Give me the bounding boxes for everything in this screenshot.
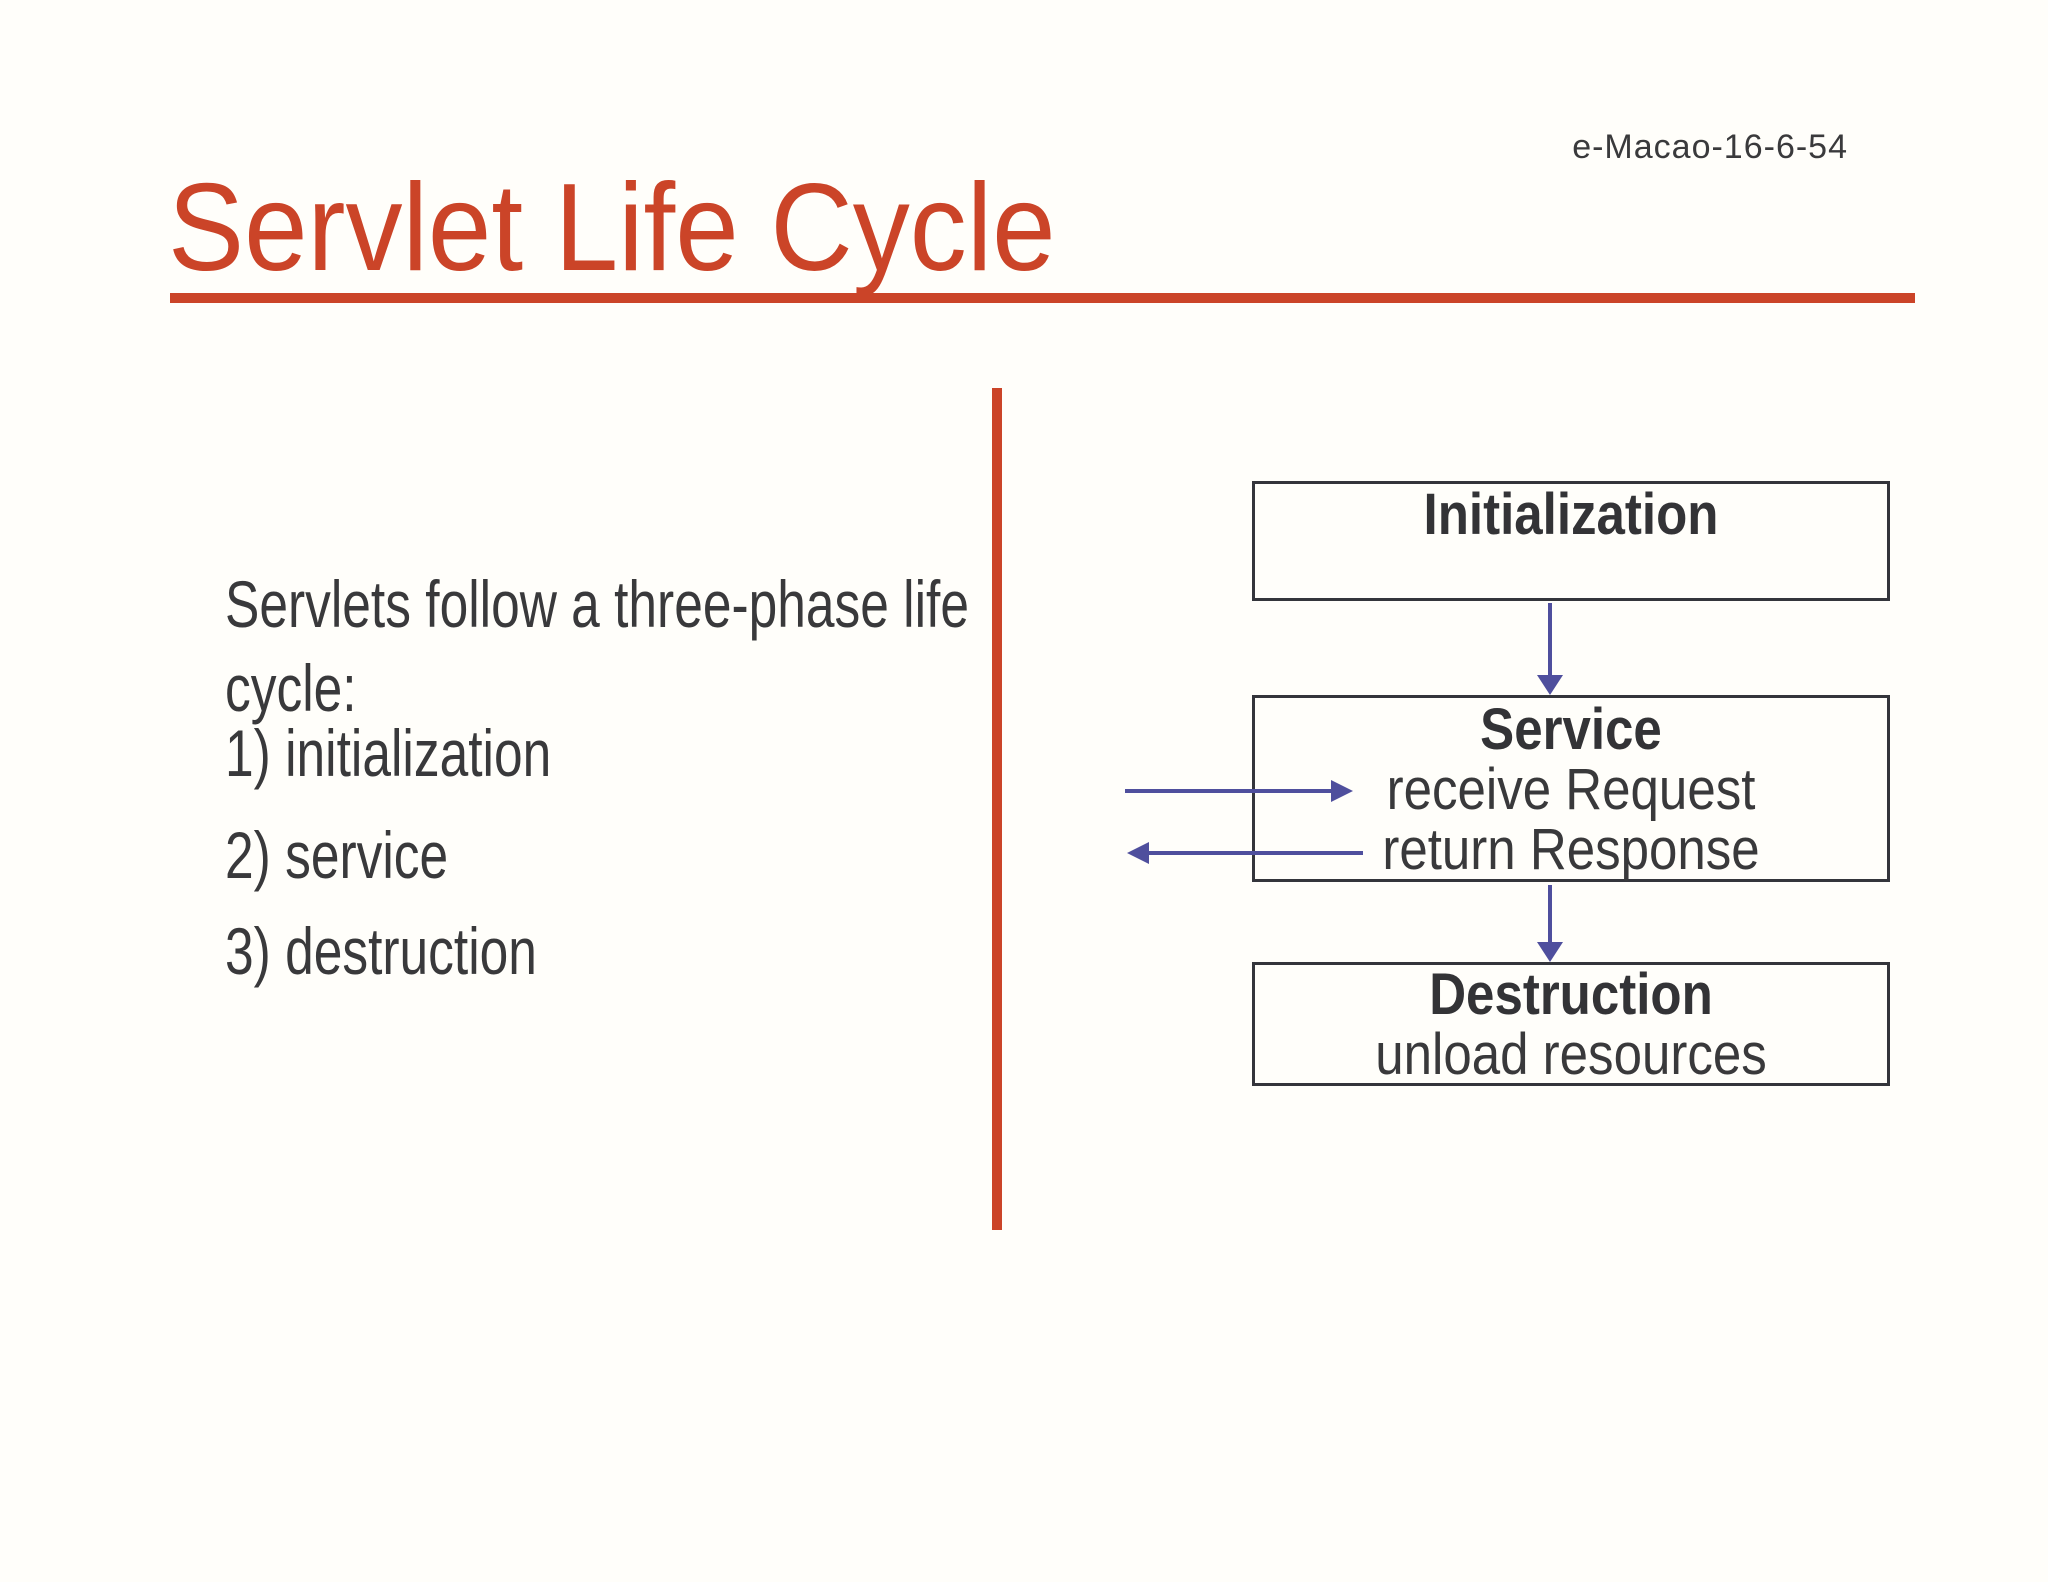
list-item-destruction: 3) destruction [225,914,537,988]
left-arrow-head [1127,842,1149,864]
right-arrow-stem [1125,789,1335,793]
flow-box-initialization: Initialization [1252,481,1890,601]
flow-box-destruction: Destruction unload resources [1252,962,1890,1086]
flow-box-destruction-line: unload resources [1375,1022,1767,1087]
left-arrow-icon [1127,841,1363,865]
flow-box-initialization-title: Initialization [1423,482,1719,547]
right-arrow-head [1331,780,1353,802]
vertical-divider [992,388,1002,1230]
flow-box-service: Service receive Request return Response [1252,695,1890,882]
down-arrow-stem [1548,603,1552,677]
flow-box-destruction-title: Destruction [1429,962,1713,1027]
flow-box-service-title: Service [1480,697,1662,762]
right-arrow-icon [1125,779,1353,803]
intro-paragraph: Servlets follow a three-phase life cycle… [225,562,1179,730]
down-arrow-icon [1536,885,1564,962]
intro-line: Servlets follow a three-phase life [225,567,969,641]
list-item-service: 2) service [225,818,449,892]
down-arrow-head [1537,675,1563,695]
down-arrow-icon [1536,603,1564,695]
list-item-initialization: 1) initialization [225,716,552,790]
down-arrow-stem [1548,885,1552,944]
down-arrow-head [1537,942,1563,962]
slide-code: e-Macao-16-6-54 [1572,128,1848,166]
flow-box-service-line: receive Request [1386,757,1756,822]
title-underline [170,293,1915,303]
page-title: Servlet Life Cycle [168,159,1056,297]
left-arrow-stem [1145,851,1363,855]
flow-box-service-line: return Response [1382,817,1760,882]
intro-line: cycle: [225,651,357,725]
